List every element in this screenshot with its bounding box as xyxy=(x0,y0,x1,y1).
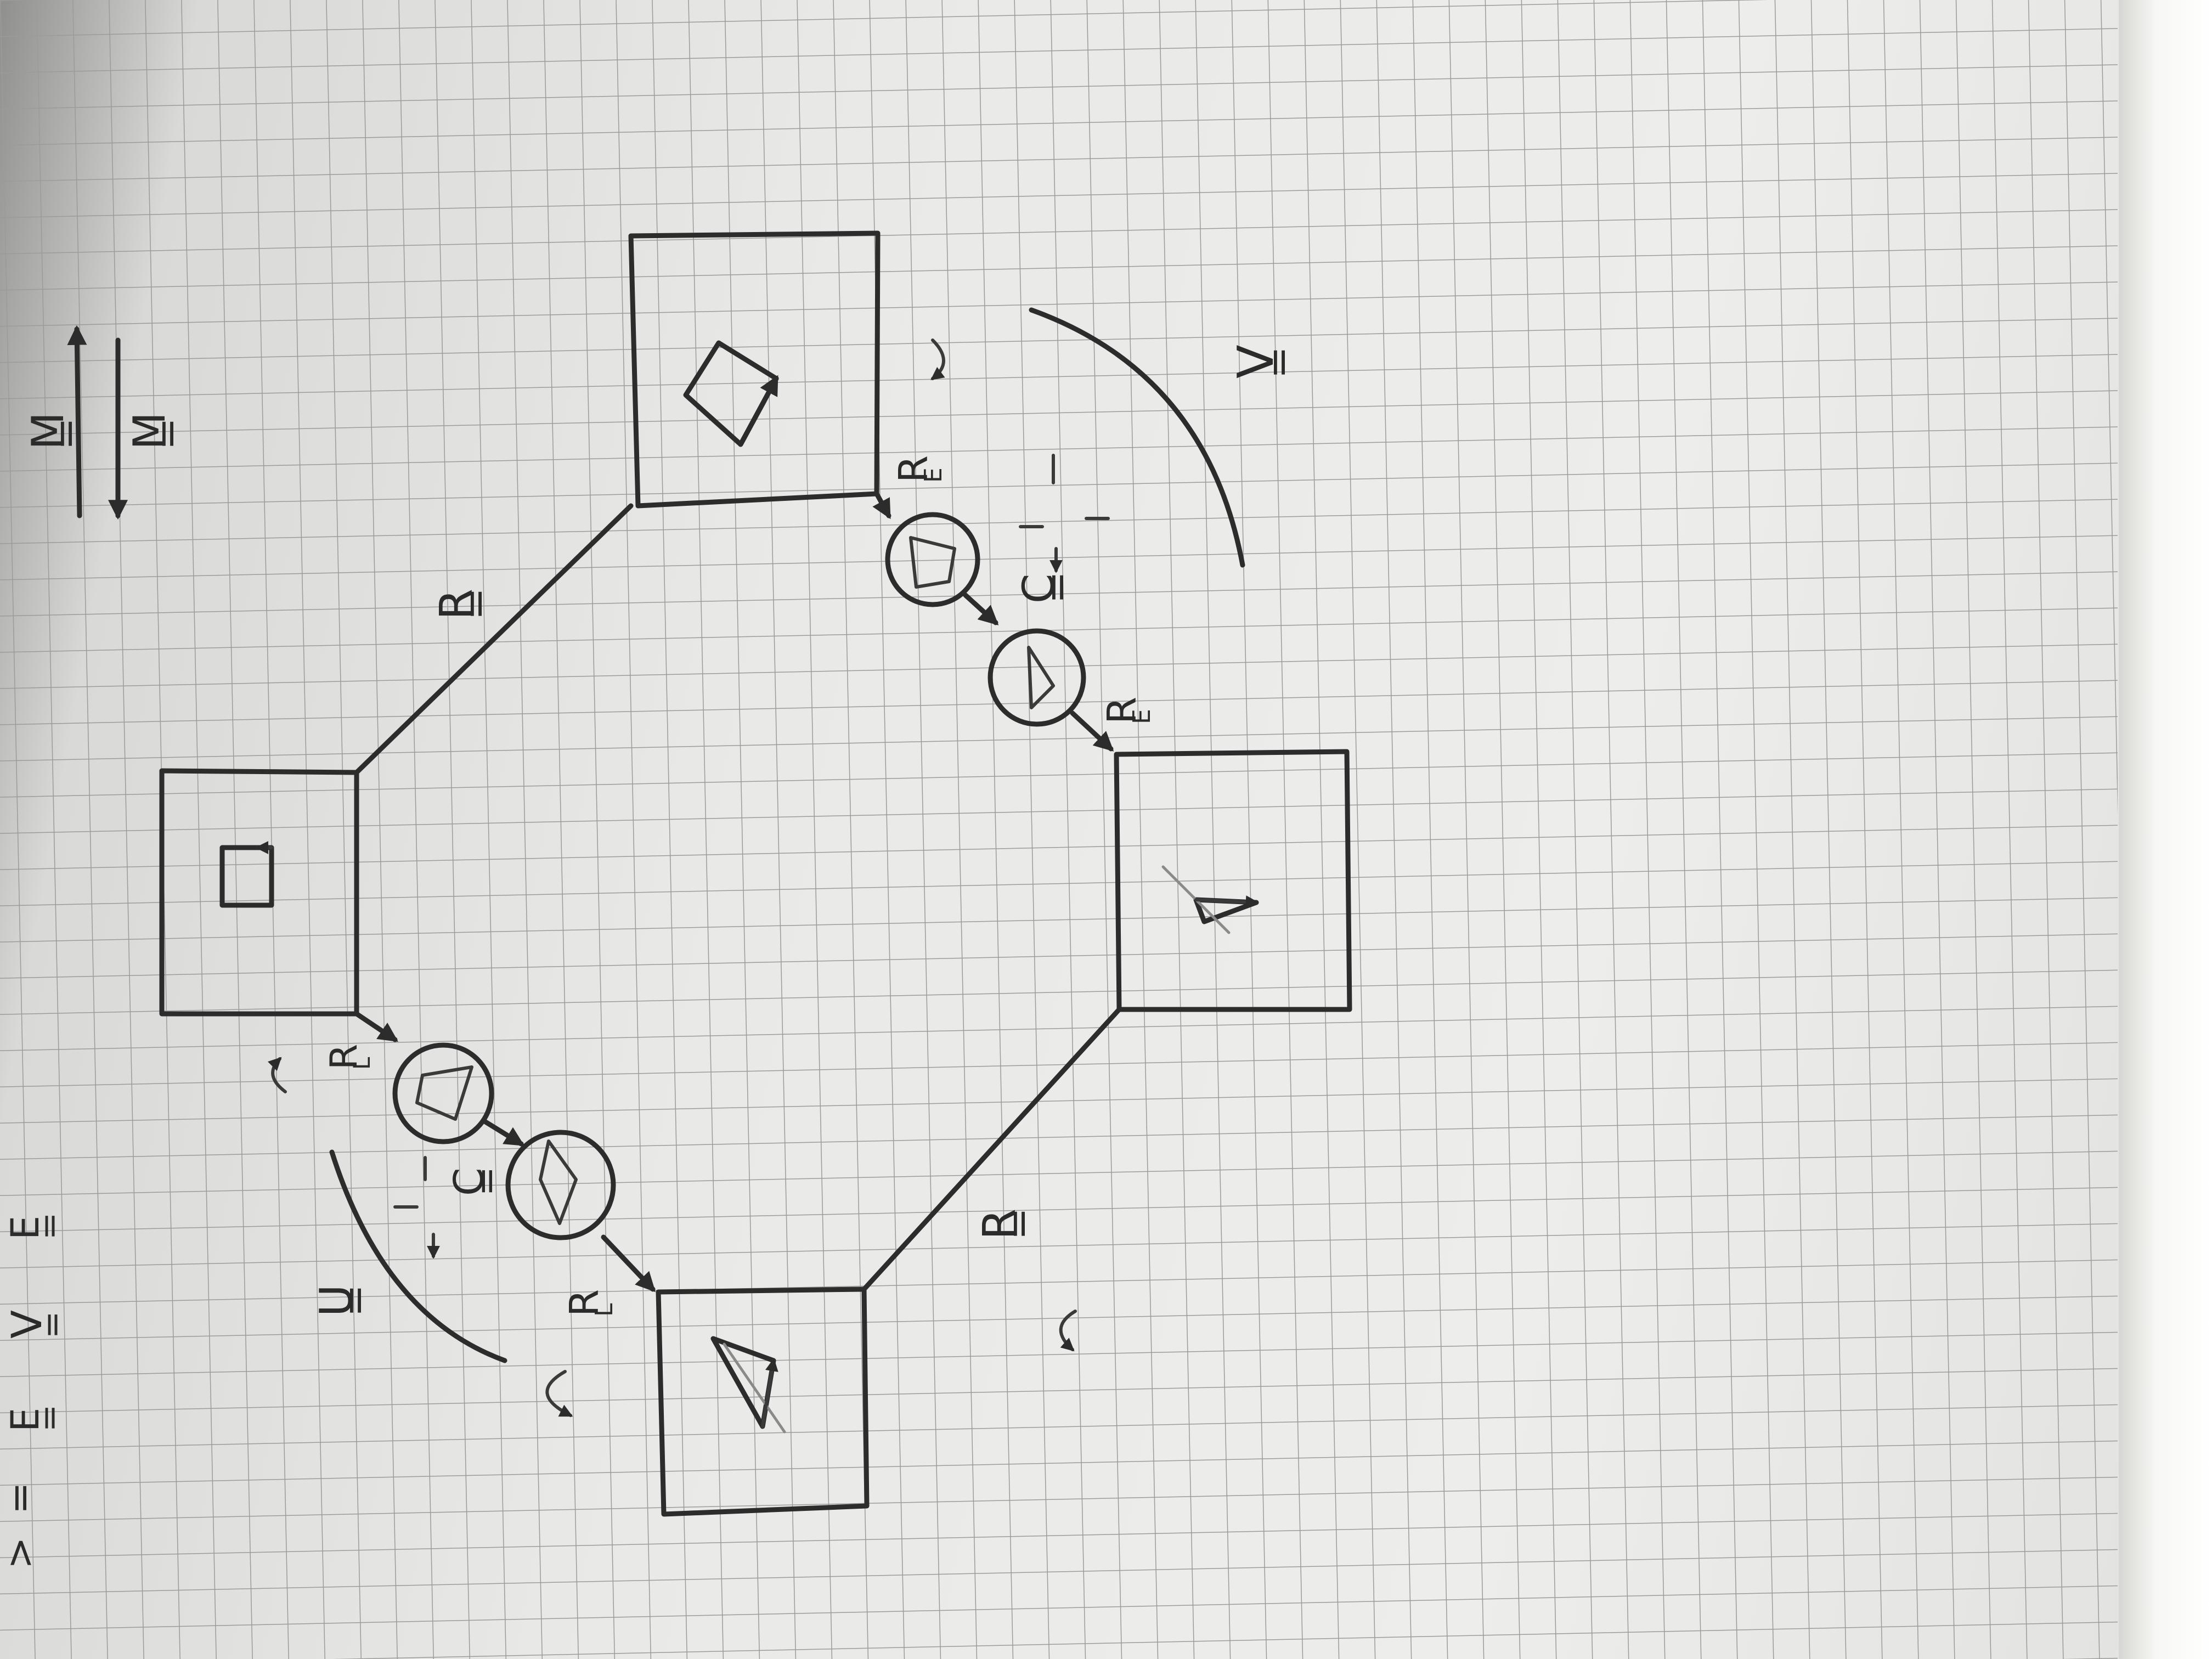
svg-text:=: = xyxy=(144,417,189,450)
svg-text:=: = xyxy=(33,1311,71,1339)
circle-tr-2 xyxy=(988,628,1086,727)
rotate-arrow-left xyxy=(267,1057,287,1093)
svg-text:E: E xyxy=(1128,709,1156,724)
label-R-top-left: R = xyxy=(431,588,498,620)
edge-bottom-to-right xyxy=(861,1007,1122,1292)
margin-label-4: = xyxy=(0,1482,42,1514)
circle-tr-1 xyxy=(885,512,980,607)
square-right xyxy=(1114,749,1352,1012)
arc-U xyxy=(329,1149,507,1363)
svg-text:R: R xyxy=(974,1209,1026,1240)
svg-text:U: U xyxy=(311,1284,362,1317)
margin-label-3: E = xyxy=(3,1404,69,1432)
label-R-bottom-right: R = xyxy=(974,1207,1041,1240)
svg-text:>: > xyxy=(0,1537,42,1569)
chain-top-right xyxy=(872,491,1114,752)
svg-text:R: R xyxy=(561,1289,607,1317)
circle-bl-2 xyxy=(505,1130,616,1240)
svg-text:=: = xyxy=(1034,571,1079,603)
svg-text:=: = xyxy=(0,1482,42,1514)
svg-text:R: R xyxy=(431,589,483,620)
label-R-L-bottom: R L xyxy=(561,1289,618,1317)
svg-text:L: L xyxy=(590,1303,618,1317)
arc-V xyxy=(1029,307,1245,568)
svg-text:=: = xyxy=(43,417,88,450)
svg-text:=: = xyxy=(466,1166,507,1196)
rotate-arrow-right xyxy=(1059,1310,1077,1352)
svg-text:C: C xyxy=(445,1167,493,1196)
svg-text:R: R xyxy=(890,455,936,483)
flow-arrows-top xyxy=(1019,454,1110,571)
label-R-E-top: R E xyxy=(890,455,947,483)
svg-text:L: L xyxy=(348,1057,375,1070)
label-C-top: C = xyxy=(1014,571,1079,603)
circle-bl-1 xyxy=(392,1042,494,1144)
svg-text:=: = xyxy=(996,1207,1041,1240)
svg-text:V: V xyxy=(2,1310,51,1339)
edge-left-to-top xyxy=(354,503,634,775)
chain-bottom-left xyxy=(354,1011,656,1293)
svg-text:=: = xyxy=(453,588,498,620)
svg-text:M: M xyxy=(22,412,74,450)
flow-arrows-bottom-left xyxy=(393,1156,433,1256)
label-U-arc: U = xyxy=(311,1284,377,1317)
label-C-left: C = xyxy=(445,1166,507,1196)
svg-text:V: V xyxy=(1227,345,1285,379)
svg-text:=: = xyxy=(30,1404,69,1432)
margin-label-2: V = xyxy=(2,1310,71,1339)
svg-text:M: M xyxy=(124,412,175,450)
label-R-L-left: R L xyxy=(323,1044,375,1070)
rotate-arrow-top xyxy=(930,338,945,380)
paper-edge xyxy=(2119,0,2212,1659)
legend-label-M-prime: M = xyxy=(124,412,189,450)
rotate-arrow-bottom xyxy=(545,1370,573,1417)
svg-text:C: C xyxy=(1014,574,1064,603)
svg-text:=: = xyxy=(332,1284,377,1317)
state-glyph-left xyxy=(219,845,274,908)
margin-label-1: E = xyxy=(3,1212,69,1240)
label-R-E-right: R E xyxy=(1099,697,1156,724)
svg-text:R: R xyxy=(1099,697,1145,724)
svg-text:E: E xyxy=(919,467,947,483)
svg-text:E: E xyxy=(3,1408,48,1432)
grid-pattern xyxy=(0,0,2118,1659)
square-bottom xyxy=(656,1286,870,1517)
svg-text:=: = xyxy=(1256,346,1301,379)
legend-label-M: M = xyxy=(22,412,88,450)
margin-label-5: > xyxy=(0,1537,42,1569)
label-V-arc: V = xyxy=(1227,345,1301,379)
svg-text:E: E xyxy=(3,1216,48,1240)
svg-text:=: = xyxy=(30,1212,69,1240)
legend-arrow-up xyxy=(67,325,87,518)
svg-text:R: R xyxy=(323,1044,366,1070)
